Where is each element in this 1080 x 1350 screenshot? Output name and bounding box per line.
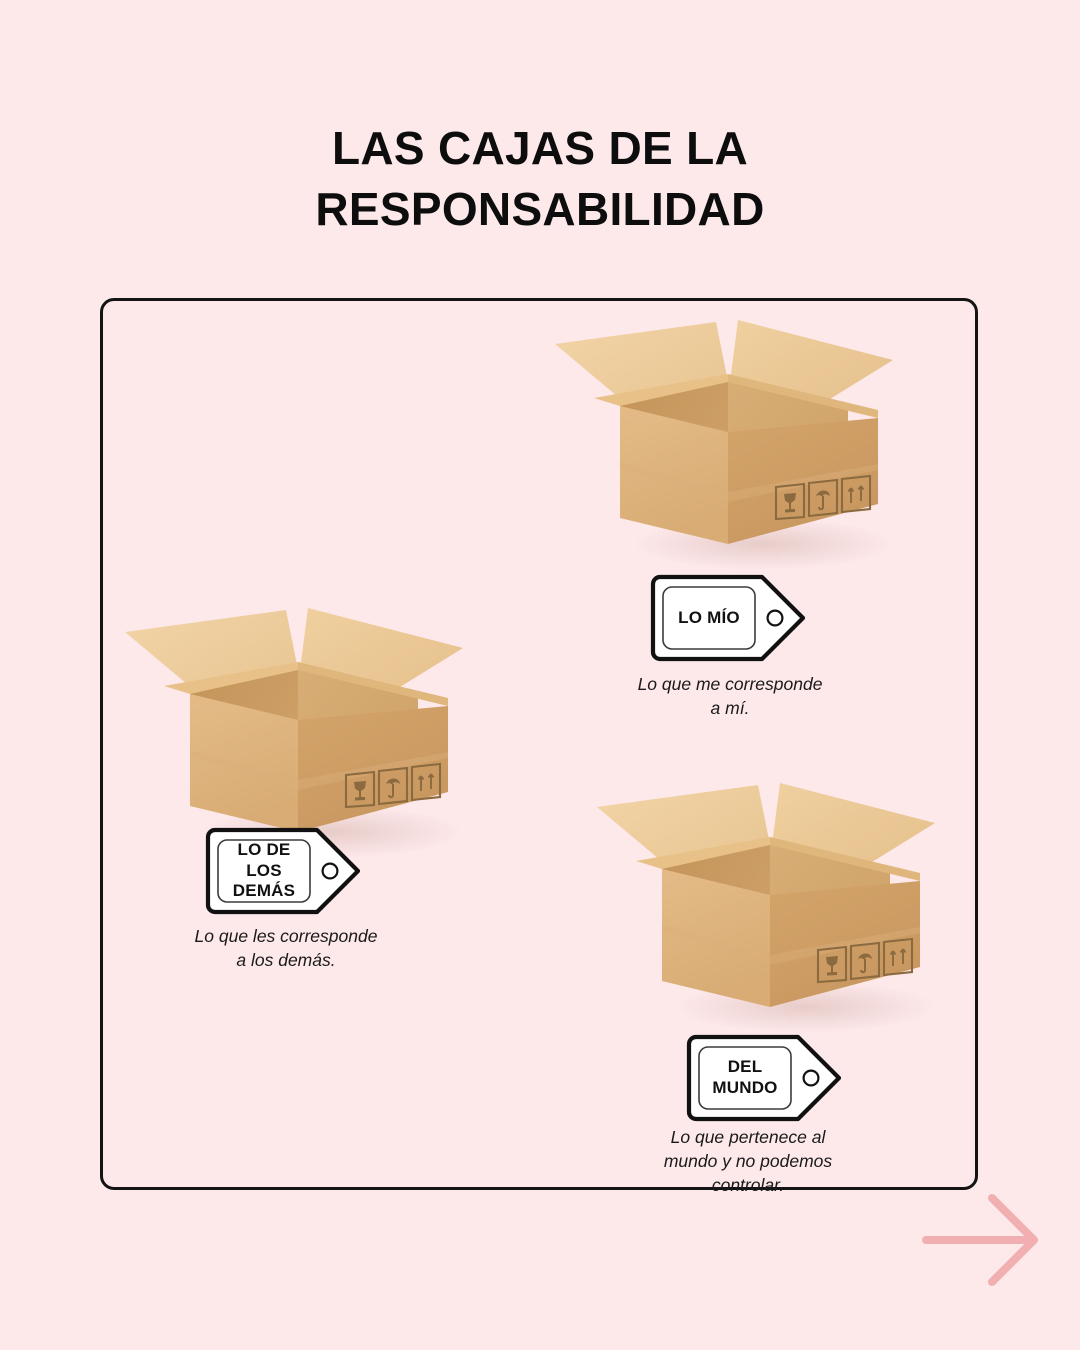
fragile-glass-icon — [816, 945, 848, 984]
box-front-left — [190, 694, 298, 832]
box-bottom-crease — [662, 925, 920, 965]
box-rim-left — [164, 662, 298, 694]
caption-lo-mio: Lo que me corresponde a mí. — [637, 674, 823, 719]
box-rim-left — [594, 374, 728, 406]
fragile-glass-icon — [774, 482, 806, 521]
page-title: LAS CAJAS DE LA RESPONSABILIDAD — [315, 122, 765, 235]
box-front-right — [770, 881, 920, 1007]
box-rim-right — [728, 374, 878, 418]
tag-inner-border — [698, 1046, 792, 1110]
tag-hole — [321, 862, 339, 880]
caption-del-mundo: Lo que pertenece al mundo y no podemos c… — [663, 1127, 833, 1196]
box-group-del-mundo: DEL MUNDO Lo que pertenece al mundo y no… — [590, 775, 950, 1195]
shipping-icons — [816, 937, 914, 984]
arrow-head — [988, 1194, 1038, 1286]
cardboard-box-illustration — [555, 320, 893, 570]
box-front-right — [298, 706, 448, 832]
box-front-right — [728, 418, 878, 544]
cardboard-box-illustration — [125, 608, 463, 858]
box-front-left — [662, 869, 770, 1007]
tag-hole — [766, 609, 784, 627]
tag-del-mundo[interactable]: DEL MUNDO — [686, 1033, 846, 1123]
box-bottom-crease — [620, 462, 878, 502]
box-rim-right — [770, 837, 920, 881]
tag-hole — [802, 1069, 820, 1087]
cardboard-box-illustration — [597, 783, 935, 1033]
caption-lo-de-los-demas: Lo que les corresponde a los demás. — [194, 926, 378, 971]
content-frame — [100, 298, 978, 1190]
box-rim-left — [636, 837, 770, 869]
shipping-icons — [344, 762, 442, 809]
tag-lo-de-los-demas[interactable]: LO DE LOS DEMÁS — [205, 826, 365, 916]
tag-inner-border — [217, 839, 311, 903]
shipping-icons — [774, 474, 872, 521]
tag-lo-mio[interactable]: LO MÍO — [650, 573, 810, 663]
box-group-lo-mio: LO MÍO Lo que me corresponde a mí. — [548, 312, 908, 718]
box-front-left — [620, 406, 728, 544]
fragile-glass-icon — [344, 770, 376, 809]
tag-inner-border — [662, 586, 756, 650]
next-arrow-icon[interactable] — [920, 1188, 1045, 1292]
this-way-up-icon — [882, 937, 914, 977]
keep-dry-umbrella-icon — [807, 478, 839, 518]
this-way-up-icon — [410, 762, 442, 802]
box-group-lo-de-los-demas: LO DE LOS DEMÁS Lo que les corresponde a… — [118, 600, 478, 1000]
box-rim-right — [298, 662, 448, 706]
keep-dry-umbrella-icon — [849, 941, 881, 981]
keep-dry-umbrella-icon — [377, 766, 409, 806]
this-way-up-icon — [840, 474, 872, 514]
box-bottom-crease — [190, 750, 448, 790]
